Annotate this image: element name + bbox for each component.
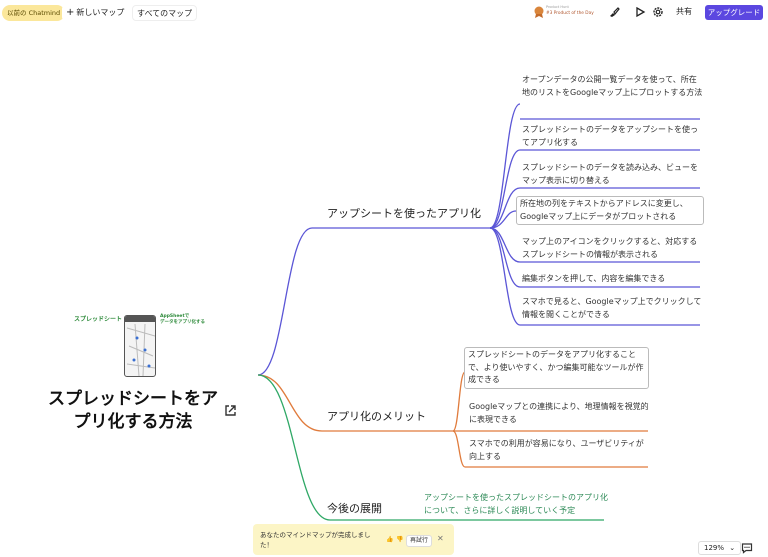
branch-1-item-3[interactable]: スプレッドシートのデータを読み込み、ビューをマップ表示に切り替える [522,163,698,185]
branch-1-item-5[interactable]: マップ上のアイコンをクリックすると、対応するスプレッドシートの情報が表示される [522,237,698,259]
external-link-icon[interactable] [224,404,237,417]
edge-b1-item-6 [489,227,700,288]
branch-2-item-2[interactable]: Googleマップとの連携により、地理情報を視覚的に表現できる [469,402,649,424]
edge-b1-item-7 [489,227,700,326]
zoom-level: 129% [704,544,725,552]
all-maps-button[interactable]: すべてのマップ [132,5,198,21]
medal-icon [534,6,544,18]
edge-b1-item-3 [489,187,700,229]
new-map-button[interactable]: +新しいマップ [62,5,129,21]
branch-2-item-1[interactable]: スプレッドシートのデータをアプリ化することで、より使いやすく、かつ編集可能なツー… [464,347,649,389]
thumbnail-phone-image [124,315,156,377]
previous-chatmind-button[interactable]: 以前の Chatmind [2,5,66,21]
thumbs-up-icon[interactable]: 👍 [386,536,394,543]
edge-branch-1 [257,227,490,376]
thumbs-down-icon[interactable]: 👎 [396,536,404,543]
top-bar: 以前の Chatmind +新しいマップ すべてのマップ Product Hun… [0,0,768,26]
branch-1-item-4[interactable]: 所在地の列をテキストからアドレスに変更し、Googleマップ上にデータがプロット… [516,196,704,225]
plus-icon: + [66,7,75,18]
brush-icon[interactable] [608,6,620,18]
edge-b1-item-2 [489,149,700,229]
retry-button[interactable]: 再試行 [406,535,433,547]
thumbnail-label-left: スプレッドシート [74,316,123,323]
zoom-control[interactable]: 129% ⌄ [698,541,742,555]
product-hunt-rank: #3 Product of the Day [546,11,594,16]
new-map-label: 新しいマップ [76,8,125,17]
edge-b2-item-1 [452,371,466,432]
edge-b2-item-3 [452,430,648,468]
edge-b1-item-1 [489,103,521,229]
branch-1-item-1[interactable]: オープンデータの公開一覧データを使って、所在地のリストをGoogleマップ上にプ… [522,75,703,97]
root-thumbnail: スプレッドシート AppSheetで データをアプリ化する [74,312,205,378]
branch-1-title[interactable]: アップシートを使ったアプリ化 [327,207,481,220]
branch-3-item-1[interactable]: アップシートを使ったスプレッドシートのアプリ化について、さらに詳しく説明していく… [424,493,608,515]
branch-3-title[interactable]: 今後の展開 [327,502,382,515]
thumbnail-label-right-line-2: データをアプリ化する [160,320,205,325]
play-icon[interactable] [634,6,646,18]
branch-1-item-6[interactable]: 編集ボタンを押して、内容を編集できる [522,274,666,283]
edge-branch-3 [257,374,420,521]
upgrade-button[interactable]: アップグレード [705,5,763,20]
thumbnail-label-right: AppSheetで データをアプリ化する [160,314,205,326]
product-hunt-badge[interactable]: Product Hunt #3 Product of the Day [534,4,602,22]
gear-icon[interactable] [652,6,664,18]
close-icon[interactable]: ✕ [437,534,444,543]
product-hunt-label: Product Hunt [546,5,569,9]
chat-icon[interactable] [741,542,753,554]
chevron-down-icon: ⌄ [729,544,736,552]
branch-2-item-3[interactable]: スマホでの利用が容易になり、ユーザビリティが向上する [469,439,644,461]
toast-message: あなたのマインドマップが完成しました！ [260,531,371,549]
share-button[interactable]: 共有 [676,7,692,16]
root-node-title[interactable]: スプレッドシートをアプリ化する方法 [48,389,218,432]
branch-1-item-7[interactable]: スマホで見ると、Googleマップ上でクリックして情報を閲くことができる [522,297,702,319]
edge-b1-item-4 [489,210,517,229]
branch-1-item-2[interactable]: スプレッドシートのデータをアップシートを使ってアプリ化する [522,125,698,147]
branch-2-title[interactable]: アプリ化のメリット [327,410,426,423]
edge-branch-2 [257,374,453,432]
thumbnail-label-right-line-1: AppSheetで [160,314,190,319]
